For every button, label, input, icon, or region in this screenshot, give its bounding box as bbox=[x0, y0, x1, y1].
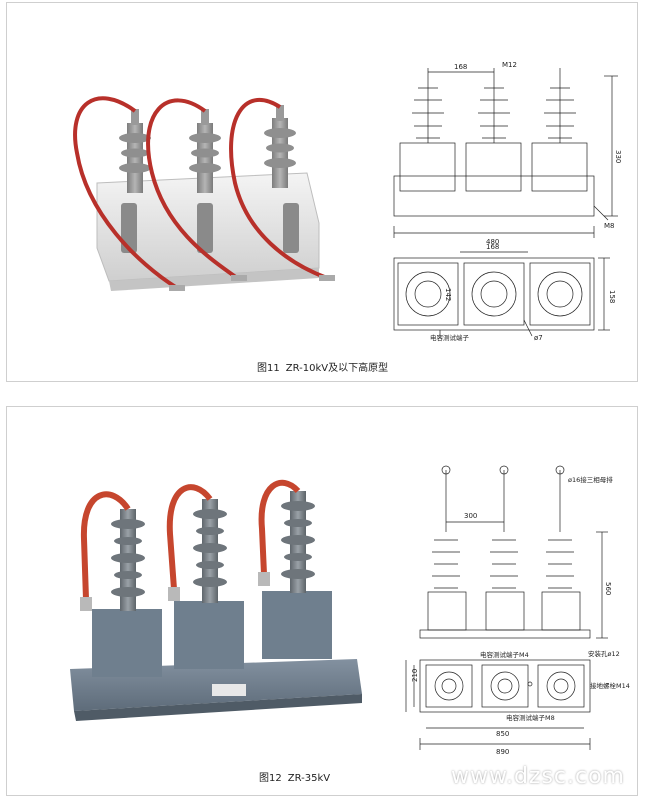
label-capacitance-terminal-m8: 电容测试端子M8 bbox=[506, 713, 555, 722]
dimension-drawing-zr-10kv: 168 M12 330 M8 480 168 158 142 电容测试端子 ø7 bbox=[393, 61, 622, 342]
figure-11-caption: 图11 ZR-10kV及以下高原型 bbox=[257, 359, 394, 374]
dim-890: 890 bbox=[496, 748, 509, 756]
figure-12-panel: ø16接三相母排 300 560 电容测试端子M4 安装孔ø12 接地螺栓M14… bbox=[6, 406, 638, 796]
label-ground-bolt: 接地螺栓M14 bbox=[590, 681, 630, 690]
dim-168-top: 168 bbox=[454, 63, 467, 71]
dim-480: 480 bbox=[486, 238, 499, 246]
dim-300: 300 bbox=[464, 512, 477, 520]
dim-158: 158 bbox=[608, 290, 616, 303]
product-photo-zr-35kv bbox=[70, 479, 362, 721]
dim-330: 330 bbox=[614, 150, 622, 163]
dimension-drawing-zr-35kv: ø16接三相母排 300 560 电容测试端子M4 安装孔ø12 接地螺栓M14… bbox=[405, 465, 630, 756]
product-photo-zr-10kv bbox=[73, 96, 335, 291]
label-phi16-busbar: ø16接三相母排 bbox=[568, 475, 613, 484]
figure-11-number: 图11 bbox=[257, 363, 280, 374]
capacitance-terminal-label: 电容测试端子 bbox=[430, 333, 470, 342]
dim-142: 142 bbox=[444, 288, 452, 301]
label-phi7: ø7 bbox=[534, 334, 543, 342]
dim-168-plan: 168 bbox=[486, 243, 499, 251]
label-mount-hole: 安装孔ø12 bbox=[588, 649, 620, 658]
figure-11-title: ZR-10kV及以下高原型 bbox=[285, 363, 389, 374]
figure-12-number: 图12 bbox=[259, 773, 282, 784]
figure-12-title: ZR-35kV bbox=[287, 773, 331, 784]
dim-210: 210 bbox=[411, 669, 419, 682]
figure-12-caption: 图12 ZR-35kV bbox=[259, 769, 336, 784]
dim-850: 850 bbox=[496, 730, 509, 738]
dim-560: 560 bbox=[604, 582, 612, 595]
label-m12: M12 bbox=[502, 61, 517, 69]
label-m8: M8 bbox=[604, 222, 615, 230]
site-watermark: www.dzsc.com bbox=[450, 764, 625, 789]
figure-11-panel: 168 M12 330 M8 480 168 158 142 电容测试端子 ø7… bbox=[6, 2, 638, 382]
label-capacitance-terminal-m4: 电容测试端子M4 bbox=[480, 650, 529, 659]
